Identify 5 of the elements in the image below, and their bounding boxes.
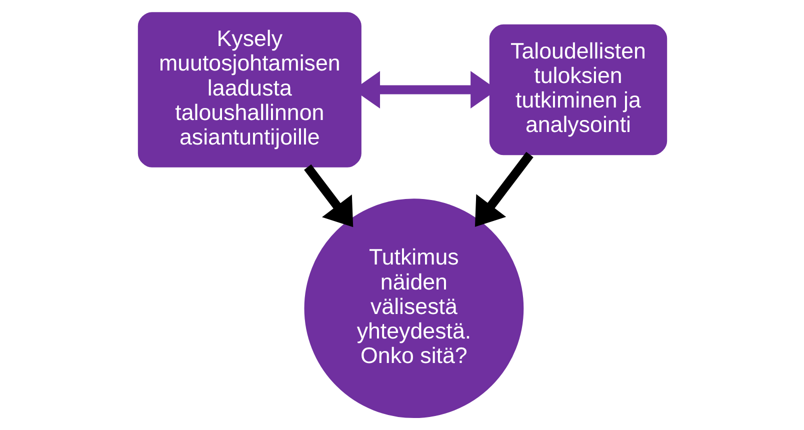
node-box: Kysely muutosjohtamisen laadusta taloushallinnon asiantuntijoille — [137, 12, 361, 168]
arrow — [304, 164, 353, 228]
node-box: Taloudellisten tuloksien tutkiminen ja analysointi — [488, 24, 667, 156]
arrow — [474, 152, 533, 227]
node-circle: Tutkimus näiden välisestä yhteydestä. Onko sitä? — [304, 198, 524, 418]
